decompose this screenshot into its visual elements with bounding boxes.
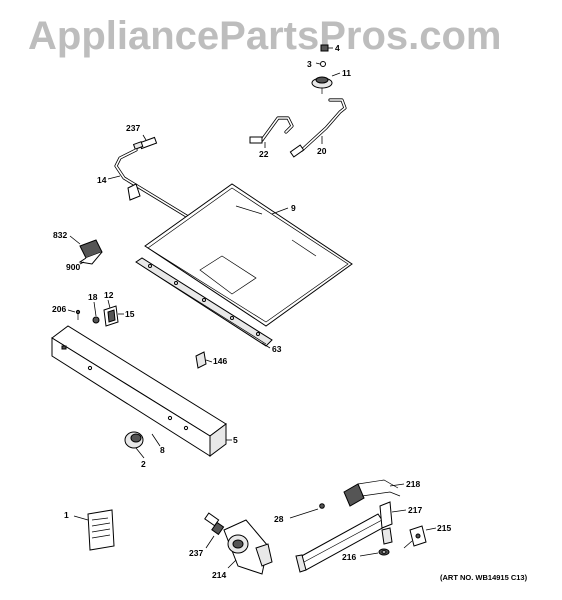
part-1-literature[interactable] bbox=[73, 509, 115, 551]
watermark-text: AppliancePartsPros.com bbox=[28, 14, 502, 58]
callout-28: 28 bbox=[274, 514, 284, 524]
part-146-clip[interactable] bbox=[195, 351, 213, 369]
part-5-manifold-panel[interactable] bbox=[51, 325, 232, 457]
callout-14: 14 bbox=[97, 175, 107, 185]
callout-8: 8 bbox=[160, 445, 165, 455]
part-832-900-clip[interactable] bbox=[69, 235, 103, 265]
part-11-burner-head[interactable] bbox=[311, 72, 341, 94]
part-4-nut[interactable] bbox=[320, 44, 333, 52]
callout-15: 15 bbox=[125, 309, 135, 319]
callout-215: 215 bbox=[437, 523, 451, 533]
callout-9: 9 bbox=[291, 203, 296, 213]
part-burner-tube[interactable] bbox=[295, 513, 387, 573]
callout-18: 18 bbox=[88, 292, 98, 302]
callout-217: 217 bbox=[408, 505, 422, 515]
part-3-screw[interactable] bbox=[315, 61, 326, 67]
part-215-clip[interactable] bbox=[403, 525, 437, 549]
part-28-screw[interactable] bbox=[289, 503, 325, 519]
part-63-burner-rail[interactable] bbox=[135, 257, 273, 349]
part-9-burner-box-panel[interactable] bbox=[144, 183, 353, 327]
callout-12: 12 bbox=[104, 290, 114, 300]
callout-63: 63 bbox=[272, 344, 282, 354]
callout-214: 214 bbox=[212, 570, 226, 580]
part-18-12-15-switch-bracket[interactable] bbox=[92, 299, 124, 327]
callout-237-top: 237 bbox=[126, 123, 140, 133]
part-214-oven-valve[interactable] bbox=[223, 519, 273, 575]
callout-237-bottom: 237 bbox=[189, 548, 203, 558]
callout-146: 146 bbox=[213, 356, 227, 366]
callout-218: 218 bbox=[406, 479, 420, 489]
callout-22: 22 bbox=[259, 149, 269, 159]
callout-216: 216 bbox=[342, 552, 356, 562]
art-number: (ART NO. WB14915 C13) bbox=[440, 573, 528, 582]
callout-2: 2 bbox=[141, 459, 146, 469]
callout-20: 20 bbox=[317, 146, 327, 156]
part-218-igniter[interactable] bbox=[343, 479, 405, 507]
callout-206: 206 bbox=[52, 304, 66, 314]
callout-3: 3 bbox=[307, 59, 312, 69]
part-20-tube[interactable] bbox=[289, 98, 347, 158]
callout-832: 832 bbox=[53, 230, 67, 240]
callout-900: 900 bbox=[66, 262, 80, 272]
part-206-screw[interactable] bbox=[67, 309, 81, 320]
callout-11: 11 bbox=[342, 68, 351, 78]
part-217-bracket[interactable] bbox=[379, 501, 407, 545]
callout-5: 5 bbox=[233, 435, 238, 445]
callout-1: 1 bbox=[64, 510, 69, 520]
part-237-orifice-top[interactable] bbox=[132, 134, 158, 150]
part-216-washer[interactable] bbox=[359, 548, 390, 557]
part-22-tube[interactable] bbox=[249, 116, 294, 148]
part-237-orifice-bottom[interactable] bbox=[204, 512, 225, 549]
callout-4: 4 bbox=[335, 43, 340, 53]
part-2-knob[interactable] bbox=[124, 431, 161, 459]
